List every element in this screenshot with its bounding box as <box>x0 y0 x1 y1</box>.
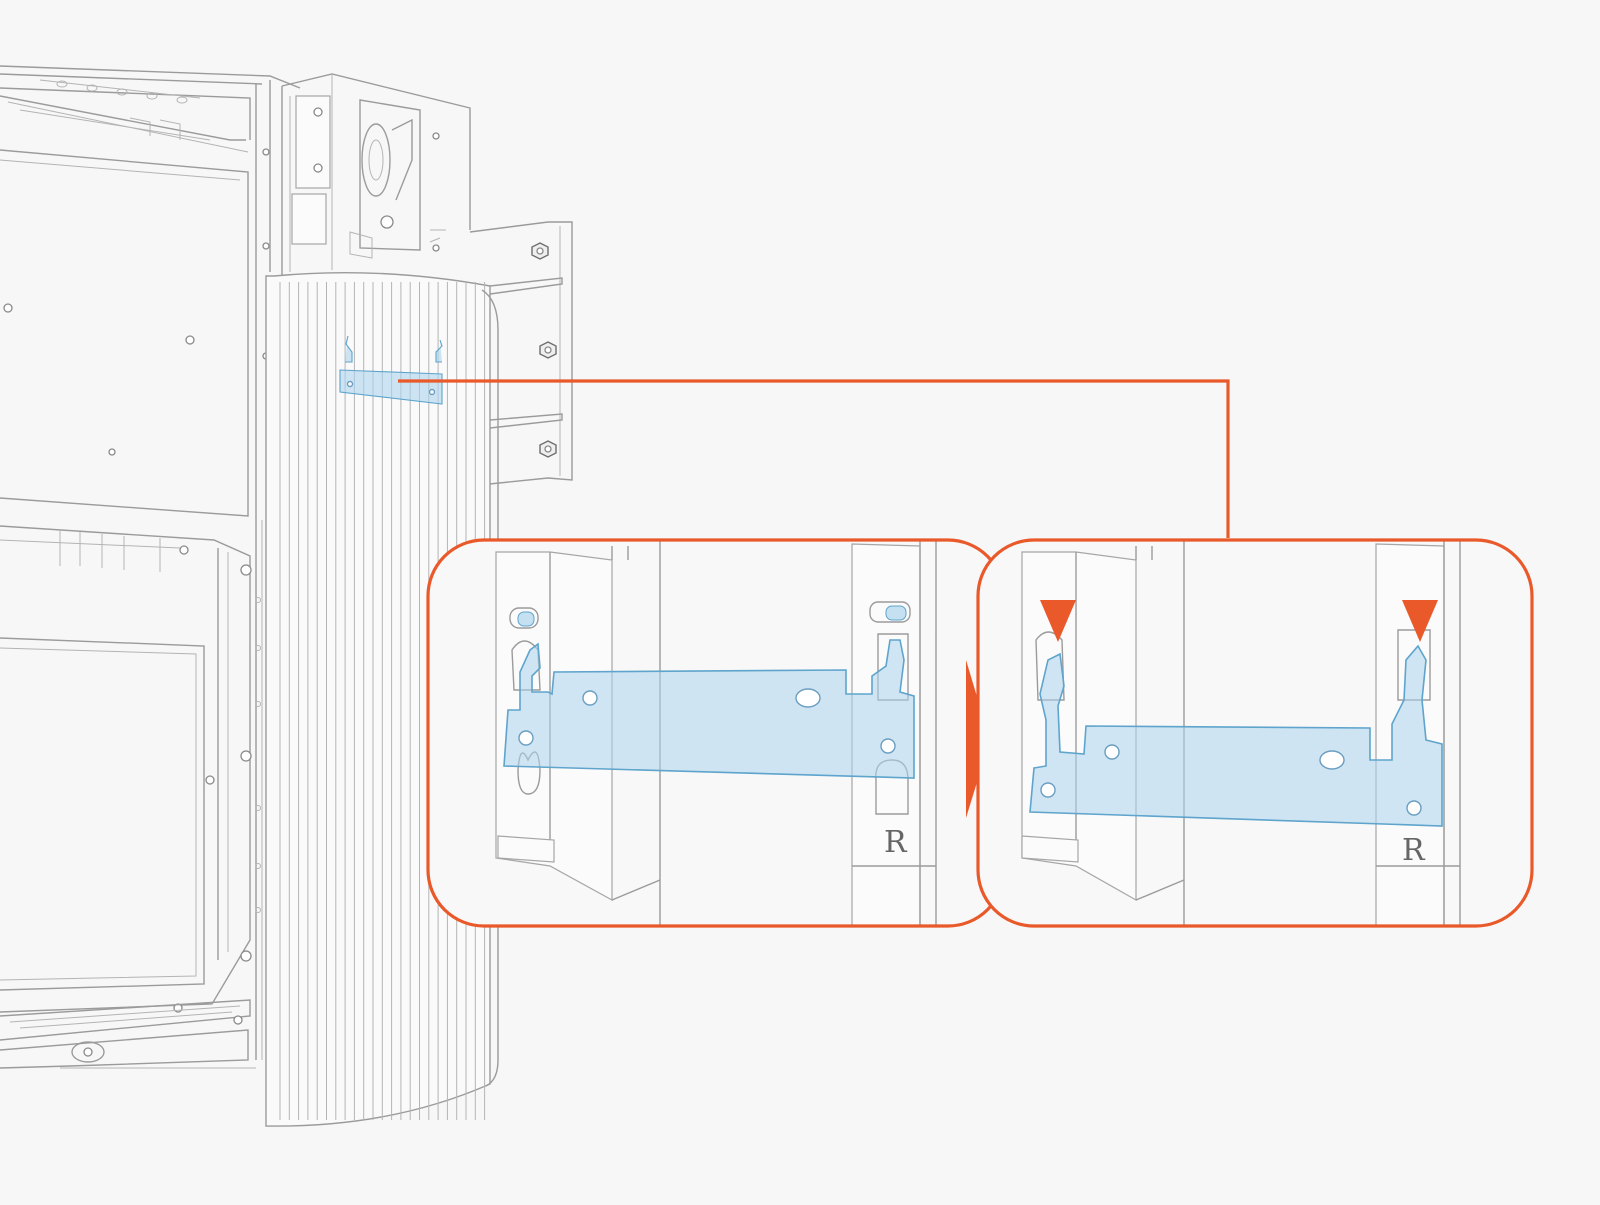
fluted-cylinder <box>265 271 499 1127</box>
detail-before: R <box>426 538 1006 928</box>
hex-nut-icon <box>539 341 557 359</box>
triangle-down-icon <box>1402 600 1438 642</box>
side-mark-label: R <box>1402 833 1426 868</box>
side-mark-label: R <box>884 825 908 860</box>
hex-nut-icon <box>539 440 557 458</box>
mounting-plate-icon <box>339 335 443 405</box>
hex-nut-icon <box>531 242 549 260</box>
detail-after: R <box>976 538 1534 928</box>
triangle-down-icon <box>1040 600 1076 642</box>
machine-frame <box>0 65 573 1069</box>
callout-leader-line <box>398 379 1230 538</box>
